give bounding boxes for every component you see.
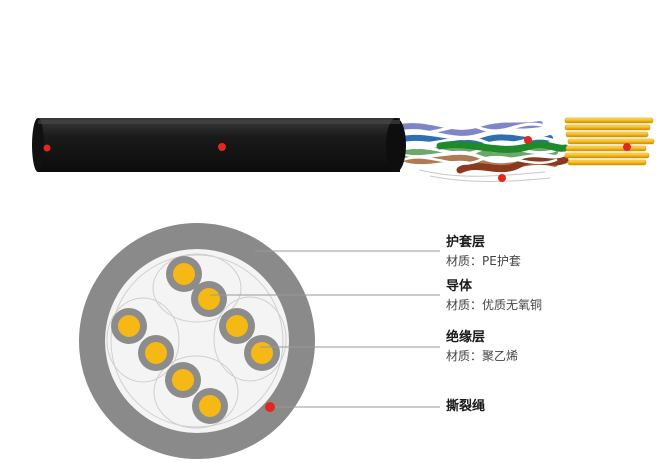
conductor (111, 308, 147, 344)
conductor (191, 281, 227, 317)
copper-conductor-ends (564, 117, 655, 166)
rip-cord (265, 402, 275, 412)
twisted-pairs (392, 121, 569, 182)
marker-dot (498, 174, 506, 182)
conductor (192, 388, 228, 424)
conductor (138, 335, 174, 371)
conductors (111, 256, 280, 424)
callout-detail: 材质：PE护套 (446, 254, 521, 268)
callout-title: 绝缘层 (446, 330, 486, 345)
cable-jacket (32, 118, 406, 172)
marker-dot (43, 144, 51, 152)
callout-title: 撕裂绳 (446, 399, 486, 414)
marker-dot (623, 143, 631, 151)
callout-jacket: 护套层 材质：PE护套 (446, 235, 521, 269)
marker-dot (524, 136, 532, 144)
conductor (219, 308, 255, 344)
cable-cross-section (79, 223, 315, 459)
leader-lines (210, 250, 440, 408)
pair-outlines (106, 253, 287, 429)
callout-detail: 材质：聚乙烯 (446, 349, 519, 363)
marker-dot (218, 143, 226, 151)
callout-conductor: 导体 材质：优质无氧铜 (446, 279, 542, 313)
callout-title: 导体 (446, 279, 473, 294)
callout-detail: 材质：优质无氧铜 (446, 298, 543, 312)
callout-insulation: 绝缘层 材质：聚乙烯 (446, 330, 518, 364)
callout-ripcord: 撕裂绳 (446, 399, 485, 415)
callout-title: 护套层 (446, 235, 486, 250)
conductor (165, 362, 201, 398)
conductor (166, 256, 202, 292)
conductor (244, 335, 280, 371)
cable-side-view (32, 117, 655, 182)
